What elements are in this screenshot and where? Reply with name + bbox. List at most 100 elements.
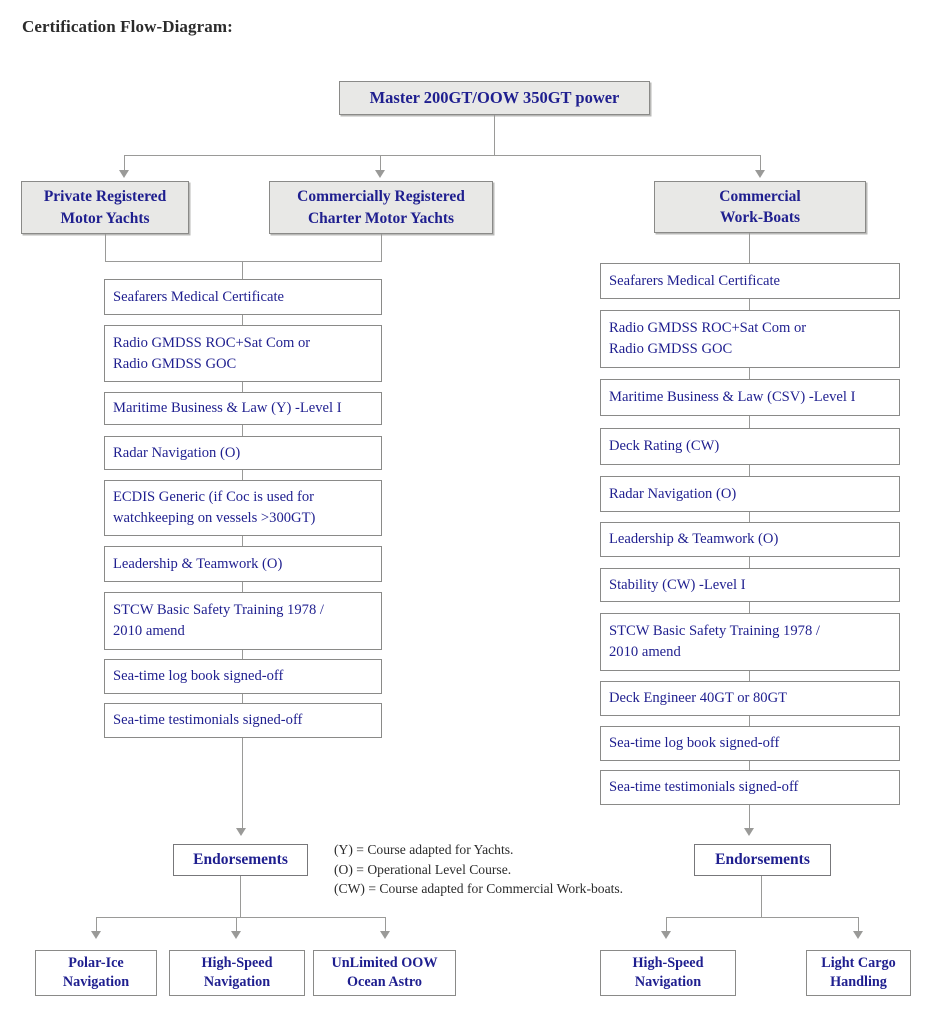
node-label: Sea-time log book signed-off bbox=[113, 668, 284, 685]
connector-workboat-column-stem bbox=[749, 233, 751, 263]
node-label: ECDIS Generic (if Coc is used for watchk… bbox=[113, 489, 316, 526]
node-category-private-registered-motor-yachts[interactable]: Private Registered Motor Yachts bbox=[21, 181, 189, 234]
list-item-workboat-5[interactable]: Radar Navigation (O) bbox=[600, 476, 900, 512]
connector-root-bus bbox=[124, 155, 761, 157]
node-label: Private Registered Motor Yachts bbox=[43, 188, 167, 227]
node-label: Maritime Business & Law (Y) -Level I bbox=[113, 400, 342, 417]
connector-workboat-10-11 bbox=[749, 761, 751, 770]
node-label: Deck Engineer 40GT or 80GT bbox=[609, 690, 788, 707]
list-item-yacht-7[interactable]: STCW Basic Safety Training 1978 / 2010 a… bbox=[104, 592, 382, 650]
arrow-right-leaf-1 bbox=[661, 931, 671, 939]
connector-yacht-to-endorsements bbox=[242, 738, 244, 830]
node-endorsement-unlimited-oow-ocean-astro[interactable]: UnLimited OOW Ocean Astro bbox=[313, 950, 456, 996]
connector-yacht-6-7 bbox=[242, 582, 244, 592]
list-item-workboat-9[interactable]: Deck Engineer 40GT or 80GT bbox=[600, 681, 900, 716]
connector-left-leaf-3-drop bbox=[385, 917, 387, 934]
node-endorsements-right[interactable]: Endorsements bbox=[694, 844, 831, 876]
node-label: Sea-time testimonials signed-off bbox=[609, 779, 799, 796]
connector-workboat-4-5 bbox=[749, 465, 751, 476]
node-label: Maritime Business & Law (CSV) -Level I bbox=[609, 389, 856, 406]
node-label: UnLimited OOW Ocean Astro bbox=[331, 954, 438, 990]
node-label: Light Cargo Handling bbox=[821, 954, 896, 990]
connector-drop-category-3 bbox=[760, 155, 762, 173]
page-title: Certification Flow-Diagram: bbox=[22, 17, 233, 36]
connector-cat1-down bbox=[105, 234, 107, 262]
arrow-left-endorsements bbox=[236, 828, 246, 836]
node-label: Radio GMDSS ROC+Sat Com or Radio GMDSS G… bbox=[113, 334, 311, 372]
arrow-right-leaf-2 bbox=[853, 931, 863, 939]
connector-yacht-8-9 bbox=[242, 694, 244, 703]
node-root-master-200gt[interactable]: Master 200GT/OOW 350GT power bbox=[339, 81, 650, 115]
list-item-yacht-2[interactable]: Radio GMDSS ROC+Sat Com or Radio GMDSS G… bbox=[104, 325, 382, 382]
node-label: Master 200GT/OOW 350GT power bbox=[369, 88, 620, 107]
connector-yacht-2-3 bbox=[242, 382, 244, 392]
node-label: Endorsements bbox=[715, 851, 810, 868]
list-item-workboat-6[interactable]: Leadership & Teamwork (O) bbox=[600, 522, 900, 557]
node-label: Leadership & Teamwork (O) bbox=[609, 531, 779, 548]
node-endorsement-high-speed-navigation-left[interactable]: High-Speed Navigation bbox=[169, 950, 305, 996]
node-category-commercial-work-boats[interactable]: Commercial Work-Boats bbox=[654, 181, 866, 233]
node-label: Radar Navigation (O) bbox=[113, 444, 241, 461]
arrow-right-endorsements bbox=[744, 828, 754, 836]
connector-left-endorse-stem bbox=[240, 876, 242, 918]
node-label: STCW Basic Safety Training 1978 / 2010 a… bbox=[113, 602, 324, 639]
list-item-yacht-6[interactable]: Leadership & Teamwork (O) bbox=[104, 546, 382, 582]
connector-left-endorse-bus bbox=[96, 917, 386, 919]
arrow-left-leaf-2 bbox=[231, 931, 241, 939]
list-item-workboat-8[interactable]: STCW Basic Safety Training 1978 / 2010 a… bbox=[600, 613, 900, 671]
connector-right-endorse-bus bbox=[666, 917, 859, 919]
list-item-yacht-1[interactable]: Seafarers Medical Certificate bbox=[104, 279, 382, 315]
arrow-left-leaf-1 bbox=[91, 931, 101, 939]
list-item-workboat-4[interactable]: Deck Rating (CW) bbox=[600, 428, 900, 465]
list-item-workboat-2[interactable]: Radio GMDSS ROC+Sat Com or Radio GMDSS G… bbox=[600, 310, 900, 368]
connector-yacht-merge-bus bbox=[105, 261, 382, 263]
connector-workboat-to-endorsements bbox=[749, 805, 751, 830]
connector-right-leaf-1-drop bbox=[666, 917, 668, 934]
connector-workboat-1-2 bbox=[749, 299, 751, 310]
node-label: Radio GMDSS ROC+Sat Com or Radio GMDSS G… bbox=[609, 320, 807, 357]
arrow-category-3 bbox=[755, 170, 765, 178]
list-item-yacht-5[interactable]: ECDIS Generic (if Coc is used for watchk… bbox=[104, 480, 382, 536]
node-label: Stability (CW) -Level I bbox=[609, 576, 746, 593]
connector-right-leaf-2-drop bbox=[858, 917, 860, 934]
list-item-workboat-10[interactable]: Sea-time log book signed-off bbox=[600, 726, 900, 761]
list-item-yacht-4[interactable]: Radar Navigation (O) bbox=[104, 436, 382, 470]
node-label: Sea-time log book signed-off bbox=[609, 735, 780, 752]
list-item-yacht-3[interactable]: Maritime Business & Law (Y) -Level I bbox=[104, 392, 382, 425]
node-label: High-Speed Navigation bbox=[201, 954, 273, 990]
legend: (Y) = Course adapted for Yachts. (O) = O… bbox=[334, 842, 624, 897]
connector-yacht-5-6 bbox=[242, 536, 244, 546]
connector-workboat-5-6 bbox=[749, 512, 751, 522]
connector-workboat-6-7 bbox=[749, 557, 751, 568]
connector-workboat-3-4 bbox=[749, 416, 751, 428]
node-label: Commercial Work-Boats bbox=[719, 187, 801, 226]
list-item-workboat-1[interactable]: Seafarers Medical Certificate bbox=[600, 263, 900, 299]
connector-workboat-2-3 bbox=[749, 368, 751, 379]
list-item-workboat-3[interactable]: Maritime Business & Law (CSV) -Level I bbox=[600, 379, 900, 416]
connector-yacht-7-8 bbox=[242, 650, 244, 659]
node-endorsement-polar-ice-navigation[interactable]: Polar-Ice Navigation bbox=[35, 950, 157, 996]
connector-yacht-3-4 bbox=[242, 425, 244, 436]
node-label: STCW Basic Safety Training 1978 / 2010 a… bbox=[609, 623, 820, 660]
node-category-commercially-registered-charter-motor-yachts[interactable]: Commercially Registered Charter Motor Ya… bbox=[269, 181, 493, 234]
node-label: Sea-time testimonials signed-off bbox=[113, 712, 303, 729]
list-item-workboat-11[interactable]: Sea-time testimonials signed-off bbox=[600, 770, 900, 805]
connector-left-leaf-2-drop bbox=[236, 917, 238, 934]
node-label: Deck Rating (CW) bbox=[609, 438, 720, 455]
arrow-category-1 bbox=[119, 170, 129, 178]
connector-drop-category-2 bbox=[380, 155, 382, 173]
node-endorsement-high-speed-navigation-right[interactable]: High-Speed Navigation bbox=[600, 950, 736, 996]
node-label: Seafarers Medical Certificate bbox=[609, 272, 780, 289]
list-item-yacht-9[interactable]: Sea-time testimonials signed-off bbox=[104, 703, 382, 738]
arrow-category-2 bbox=[375, 170, 385, 178]
connector-cat2-down bbox=[381, 234, 383, 262]
node-label: Leadership & Teamwork (O) bbox=[113, 555, 283, 572]
list-item-yacht-8[interactable]: Sea-time log book signed-off bbox=[104, 659, 382, 694]
list-item-workboat-7[interactable]: Stability (CW) -Level I bbox=[600, 568, 900, 602]
connector-drop-category-1 bbox=[124, 155, 126, 173]
connector-yacht-4-5 bbox=[242, 470, 244, 480]
node-endorsement-light-cargo-handling[interactable]: Light Cargo Handling bbox=[806, 950, 911, 996]
node-endorsements-left[interactable]: Endorsements bbox=[173, 844, 308, 876]
node-label: Polar-Ice Navigation bbox=[62, 954, 130, 990]
